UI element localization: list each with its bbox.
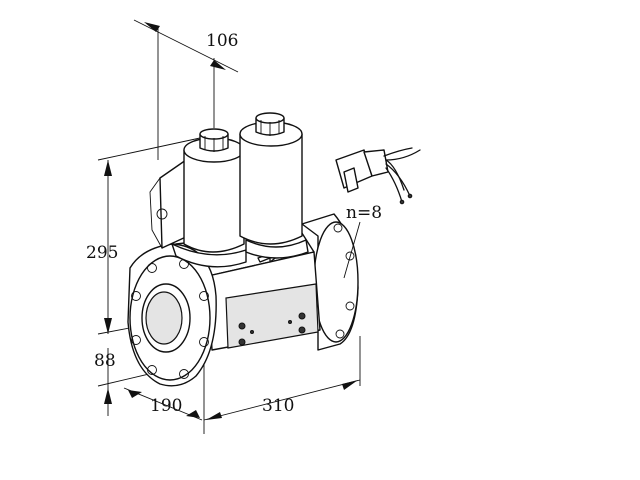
connector-label: n=8	[346, 203, 382, 223]
dimension-lines	[97, 19, 361, 434]
connector-plug	[335, 147, 421, 279]
dimension-top-width: 106	[206, 31, 238, 51]
dimension-base-height: 88	[94, 351, 116, 371]
solenoid-coil-right	[239, 112, 303, 245]
terminal-box	[149, 159, 189, 249]
dimension-depth: 190	[150, 396, 182, 416]
dimension-length: 310	[262, 396, 294, 416]
dimension-height: 295	[86, 243, 118, 263]
solenoid-coil-left	[183, 128, 245, 253]
